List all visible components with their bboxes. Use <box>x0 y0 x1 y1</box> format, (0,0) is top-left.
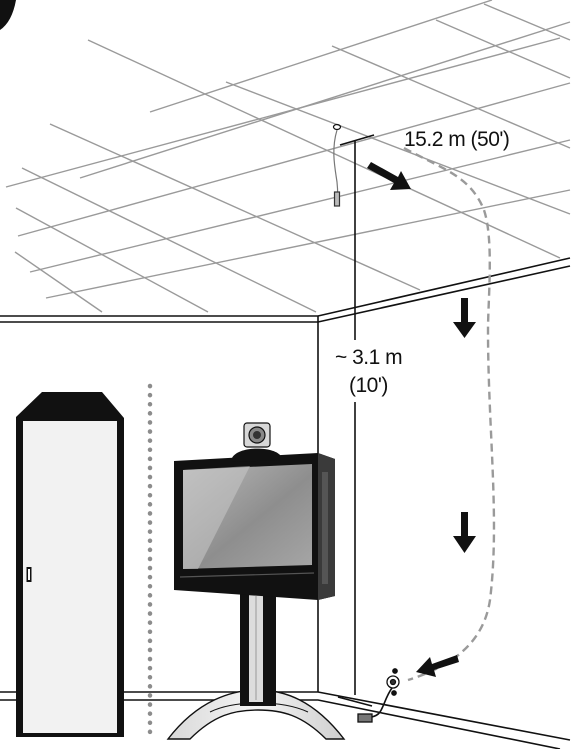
tv-stand <box>166 588 346 740</box>
camera-icon <box>232 422 280 462</box>
arrow-icon <box>367 162 476 677</box>
height-measure <box>337 134 375 707</box>
ceiling-height-imperial: (10') <box>349 374 388 397</box>
tv-monitor <box>174 453 335 600</box>
ceiling-height-metric: ~ 3.1 m <box>335 346 403 369</box>
wall-outlet-icon <box>357 668 400 723</box>
corner-badge <box>0 0 16 30</box>
cable-route <box>403 146 496 682</box>
ceiling-height-label: ~ 3.1 m (10') <box>335 344 403 400</box>
cabinet <box>16 392 124 737</box>
cable-length-label: 15.2 m (50') <box>404 128 510 151</box>
microphone-icon <box>332 123 342 207</box>
ceiling-grid <box>5 0 571 313</box>
